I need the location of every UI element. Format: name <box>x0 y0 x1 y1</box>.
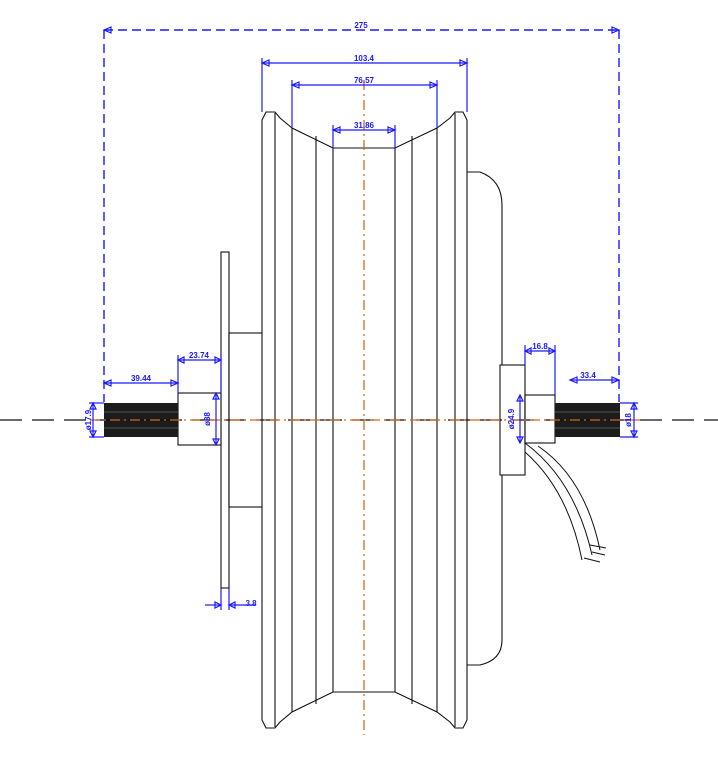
dimension-overall-width: 275 <box>102 21 621 402</box>
dimension-right-hub-diameter: ø24.9 <box>507 393 524 445</box>
dimension-right-shaft-diameter-label: ø18 <box>624 413 633 427</box>
dimension-rim-base-width: 31.86 <box>331 121 397 148</box>
dimension-left-shaft-diameter-label: ø17.9 <box>84 409 93 430</box>
dimension-right-shaft-diameter: ø18 <box>620 401 638 439</box>
dimension-overall-width-label: 275 <box>354 21 368 30</box>
dimension-left-shaft-length-label: 39.44 <box>131 374 152 383</box>
dimension-disc-thickness-label: 3.8 <box>245 599 257 608</box>
dimension-left-shaft-diameter: ø17.9 <box>84 401 104 439</box>
left-hub-collar <box>177 392 222 446</box>
dimension-right-shaft-length-label: 33.4 <box>580 371 596 380</box>
dimension-left-hub-length: 23.74 <box>176 351 223 393</box>
dimension-left-hub-diameter-label: ø38 <box>203 412 212 426</box>
dimension-left-hub-length-label: 23.74 <box>189 351 210 360</box>
dimension-left-shaft-length: 39.44 <box>102 374 180 393</box>
dimension-rim-width: 76.57 <box>290 76 439 128</box>
dimension-rim-base-width-label: 31.86 <box>354 121 375 130</box>
motor-cable <box>524 442 607 563</box>
dimension-disc-thickness: 3.8 <box>205 588 257 610</box>
dimension-left-hub-diameter: ø38 <box>203 391 220 447</box>
dimension-right-hub-length-label: 16.8 <box>532 342 548 351</box>
dimension-right-shaft-length: 33.4 <box>568 371 621 384</box>
dimension-rim-width-label: 76.57 <box>354 76 375 85</box>
dimension-right-hub-length: 16.8 <box>523 342 557 395</box>
dimension-tire-width: 103.4 <box>260 54 469 112</box>
dimension-right-hub-diameter-label: ø24.9 <box>507 408 516 429</box>
dimension-tire-width-label: 103.4 <box>354 54 375 63</box>
right-hub-collar <box>524 394 556 444</box>
